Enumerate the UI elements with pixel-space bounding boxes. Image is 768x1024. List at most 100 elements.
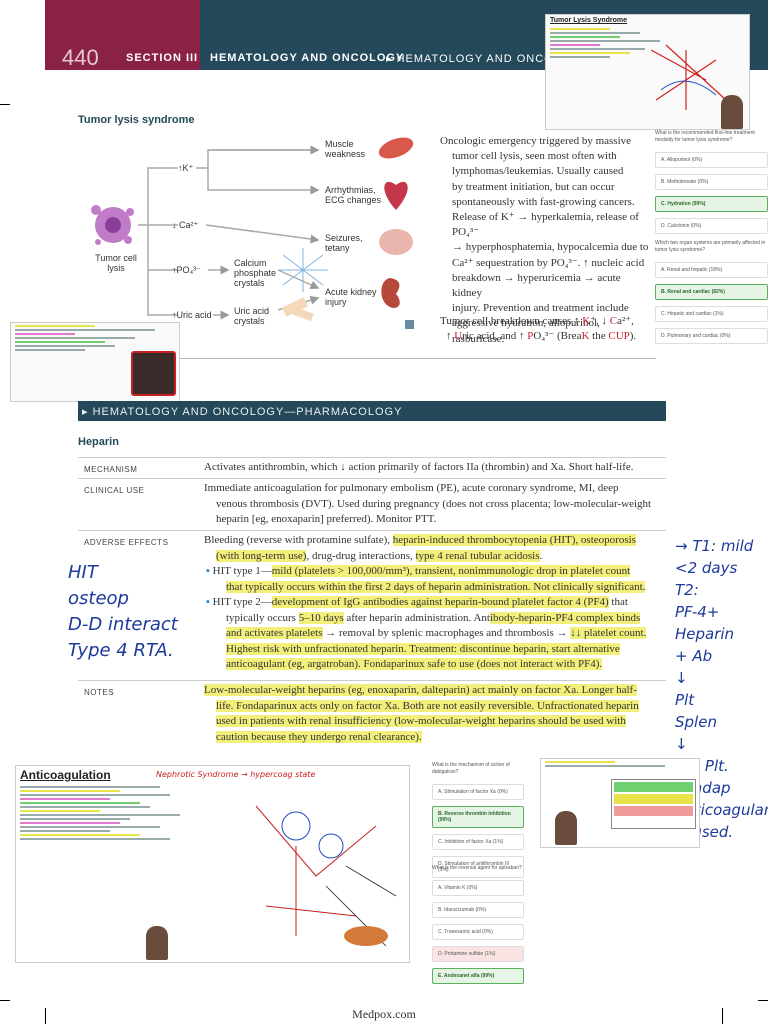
divider xyxy=(78,457,666,458)
quiz-option[interactable]: B. Idarucizumab (0%) xyxy=(432,902,524,918)
aki-label: Acute kidney injury xyxy=(325,287,377,307)
tls-diagram: Tumor cell lysis ↑K⁺ ↓ Ca²⁺ ↑PO₄³⁻ ↑Uric… xyxy=(78,130,418,335)
handwriting-line: ↓ xyxy=(675,669,688,687)
calcium-crystals-label: Calcium phosphate crystals xyxy=(234,258,277,288)
handwriting-line: PF-4+ xyxy=(675,603,720,621)
quiz-option-correct[interactable]: E. Andexanet alfa (99%) xyxy=(432,968,524,984)
expand-icon[interactable] xyxy=(405,320,414,329)
adverse-line: (with long-term use), drug-drug interact… xyxy=(216,549,543,562)
divider xyxy=(78,358,656,359)
notes-line: caution because they undergo renal clear… xyxy=(216,730,422,743)
handwriting-line: D-D interact xyxy=(68,614,178,635)
mnemonic-line-1: Tumor cell breakdown causes ↑ K⁺, ↓ Ca²⁺… xyxy=(440,315,634,327)
quiz-panel-mid: Which two organ systems are primarily af… xyxy=(655,240,768,350)
crop-mark xyxy=(758,1000,768,1001)
quiz-option[interactable]: D. Pulmonary and cardiac (0%) xyxy=(655,328,768,344)
tls-line: → hyperphosphatemia, hypocalcemia due to xyxy=(452,241,649,254)
clinical-line: venous thrombosis (DVT). Used during pre… xyxy=(216,497,652,510)
tls-description: Oncologic emergency triggered by massive… xyxy=(440,134,652,347)
quiz-question: What is the reversal agent for apixaban? xyxy=(432,865,522,871)
thumbnail-title: Tumor Lysis Syndrome xyxy=(550,17,628,24)
chapter-label: HEMATOLOGY AND ONCOLOGY xyxy=(210,52,405,64)
tumor-cell-icon xyxy=(91,205,134,245)
notes-line: life. Fondaparinux acts only on factor X… xyxy=(216,699,639,712)
coagulation-cascade-sketch xyxy=(255,805,397,947)
quiz-option[interactable]: B. Methotrexate (0%) xyxy=(655,174,768,190)
quiz-question: What is the recommended first-line treat… xyxy=(655,130,755,143)
tls-line: Release of K⁺ → hyperkalemia, release of… xyxy=(452,211,639,239)
adverse-line: typically occurs 5–10 days after heparin… xyxy=(226,611,641,624)
muscle-icon xyxy=(378,137,414,159)
phosphate-label: ↑PO₄³⁻ xyxy=(172,265,201,275)
tls-line: injury. Prevention and treatment include xyxy=(452,302,629,315)
handwriting-line: Type 4 RTA. xyxy=(68,640,174,661)
quiz-option[interactable]: A. Allopurinol (0%) xyxy=(655,152,768,168)
calcium-label: ↓ Ca²⁺ xyxy=(172,220,199,230)
pharmacology-band xyxy=(78,401,666,421)
handwriting-line: → T1: mild xyxy=(675,537,754,555)
quiz-option-correct[interactable]: B. Reverse thrombin inhibition (99%) xyxy=(432,806,524,828)
hit-type-2: ▪ HIT type 2—development of IgG antibodi… xyxy=(206,596,628,608)
quiz-option[interactable]: D. Stimulation of antithrombin III (1%) xyxy=(432,856,524,878)
adverse-line: and activates platelets → removal by spl… xyxy=(226,627,647,639)
quiz-option[interactable]: C. Inhibition of factor Xa (1%) xyxy=(432,834,524,850)
tls-diagram-arrows xyxy=(91,137,414,322)
mechanism-label: MECHANISM xyxy=(84,465,138,474)
tls-line: aggressive hydration, allopurinol, rasbu… xyxy=(452,317,600,345)
divider xyxy=(78,680,666,681)
quiz-option[interactable]: C. Hepatic and cardiac (1%) xyxy=(655,306,768,322)
tls-line: breakdown → hyperuricemia → acute kidney xyxy=(452,271,621,300)
handwriting-line: T2: xyxy=(675,581,699,599)
mechanism-text: Activates antithrombin, which ↓ action p… xyxy=(204,461,634,473)
quiz-option[interactable]: D. Protamine sulfate (1%) xyxy=(432,946,524,962)
crop-mark xyxy=(0,1000,10,1001)
heart-icon xyxy=(384,181,408,210)
handwriting-line: Splen xyxy=(675,713,717,731)
notes-line: Low-molecular-weight heparins (eg, enoxa… xyxy=(204,684,637,696)
crop-mark xyxy=(0,104,10,105)
quiz-question: Which two organ systems are primarily af… xyxy=(655,240,766,253)
header-section-block xyxy=(45,0,200,70)
adverse-line: Bleeding (reverse with protamine sulfate… xyxy=(204,534,636,546)
divider xyxy=(78,478,666,479)
tls-mnemonic: Tumor cell breakdown causes ↑ K⁺, ↓ Ca²⁺… xyxy=(440,314,655,344)
quiz-panel-apixaban: What is the reversal agent for apixaban?… xyxy=(432,865,524,990)
quiz-option[interactable]: A. Vitamin K (0%) xyxy=(432,880,524,896)
thumbnail-annotation: Nephrotic Syndrome → hypercoag state xyxy=(156,770,316,779)
notes-text: Low-molecular-weight heparins (eg, enoxa… xyxy=(204,683,666,745)
quiz-option[interactable]: C. Tranexamic acid (0%) xyxy=(432,924,524,940)
crop-mark xyxy=(45,1008,46,1024)
quiz-option[interactable]: A. Renal and hepatic (18%) xyxy=(655,262,768,278)
quiz-option-correct[interactable]: B. Renal and cardiac (82%) xyxy=(655,284,768,300)
adverse-line: Highest risk with unfractionated heparin… xyxy=(226,642,620,655)
tls-title: Tumor lysis syndrome xyxy=(78,114,195,126)
notes-line: used in patients with renal insufficienc… xyxy=(216,715,626,727)
anticoagulation-lecture-thumbnail: Anticoagulation Nephrotic Syndrome → hyp… xyxy=(15,765,410,963)
quiz-option[interactable]: A. Stimulation of factor Xa (0%) xyxy=(432,784,524,800)
clinical-use-text: Immediate anticoagulation for pulmonary … xyxy=(204,481,666,528)
heparin-title: Heparin xyxy=(78,436,119,448)
quiz-option-correct[interactable]: C. Hydration (99%) xyxy=(655,196,768,212)
handwriting-line: Plt xyxy=(675,691,695,709)
handwriting-line: HIT xyxy=(68,562,98,583)
lecturer-video xyxy=(131,351,176,396)
comparison-table xyxy=(611,779,696,829)
thumbnail-scribble xyxy=(650,44,727,110)
section-label: SECTION III xyxy=(126,52,199,64)
thumbnail-title: Anticoagulation xyxy=(20,768,111,782)
page-number: 440 xyxy=(62,45,99,70)
clinical-use-label: CLINICAL USE xyxy=(84,486,145,495)
calcium-phosphate-crystal-icon xyxy=(278,248,328,292)
tumor-cell-label: Tumor cell lysis xyxy=(95,253,137,273)
handwriting-line: <2 days xyxy=(675,559,738,577)
tls-notes-thumbnail xyxy=(10,322,180,402)
tls-line: Oncologic emergency triggered by massive xyxy=(440,135,632,147)
handwriting-line: ↓ xyxy=(675,735,688,753)
adverse-effects-label: ADVERSE EFFECTS xyxy=(84,538,169,547)
quiz-option[interactable]: D. Calcitonin (0%) xyxy=(655,218,768,234)
lecturer-figure xyxy=(555,811,577,845)
divider xyxy=(78,530,666,531)
quiz-panel-dabigatran: What is the mechanism of action of dabig… xyxy=(432,762,524,884)
adverse-line: that typically occurs within the first 2… xyxy=(226,580,646,593)
quiz-panel-top: What is the recommended first-line treat… xyxy=(655,130,768,240)
